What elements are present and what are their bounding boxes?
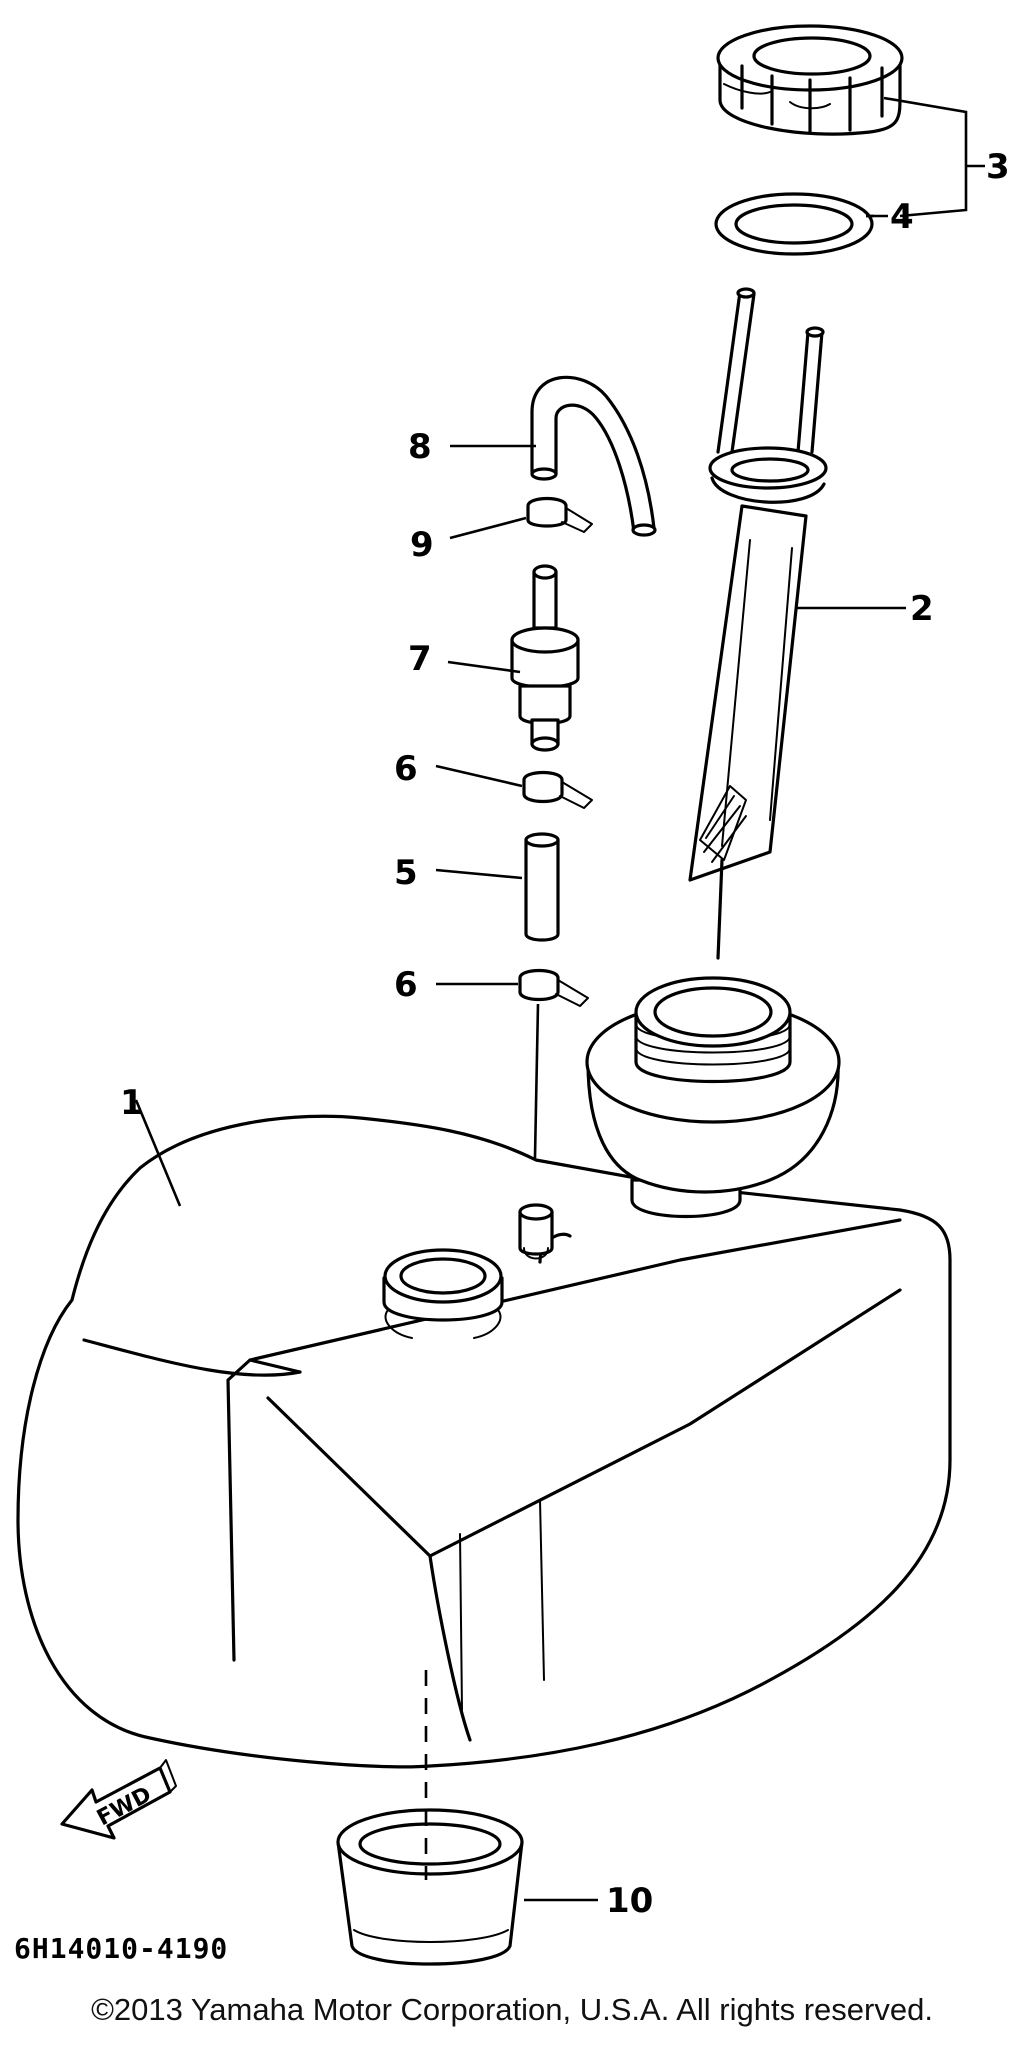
callout-8: 8 bbox=[408, 427, 432, 467]
callout-1: 1 bbox=[120, 1083, 144, 1123]
callout-5: 5 bbox=[394, 853, 418, 893]
callout-4: 4 bbox=[890, 197, 914, 237]
part-10-bottom-cap[interactable] bbox=[336, 1808, 524, 1966]
callout-labels: 3 4 2 8 9 7 6 5 6 1 10 bbox=[120, 147, 1010, 1921]
callout-2: 2 bbox=[910, 589, 934, 629]
callout-3: 3 bbox=[986, 147, 1010, 187]
part-9-clip[interactable] bbox=[526, 496, 593, 533]
part-7-fuel-filter[interactable] bbox=[510, 564, 580, 752]
copyright-notice: ©2013 Yamaha Motor Corporation, U.S.A. A… bbox=[91, 1992, 933, 2027]
callout-9: 9 bbox=[410, 525, 434, 565]
diagram-code: 6H14010-4190 bbox=[14, 1932, 228, 1965]
callout-6-lower: 6 bbox=[394, 965, 418, 1005]
part-5-tube[interactable] bbox=[524, 832, 560, 942]
part-3-tank-cap[interactable] bbox=[716, 24, 904, 136]
part-8-hose[interactable] bbox=[530, 375, 657, 537]
leader-lines bbox=[134, 96, 985, 1902]
part-1-fuel-tank[interactable] bbox=[16, 1114, 952, 1769]
part-4-cap-gasket[interactable] bbox=[714, 192, 874, 256]
callout-6-upper: 6 bbox=[394, 749, 418, 789]
callout-10: 10 bbox=[606, 1881, 653, 1921]
part-2-strainer[interactable] bbox=[688, 287, 828, 960]
callout-7: 7 bbox=[408, 639, 432, 679]
part-6-clip-upper[interactable] bbox=[522, 770, 593, 809]
fwd-arrow-icon: FWD bbox=[60, 1759, 177, 1840]
tank-filler-neck bbox=[585, 976, 841, 1219]
